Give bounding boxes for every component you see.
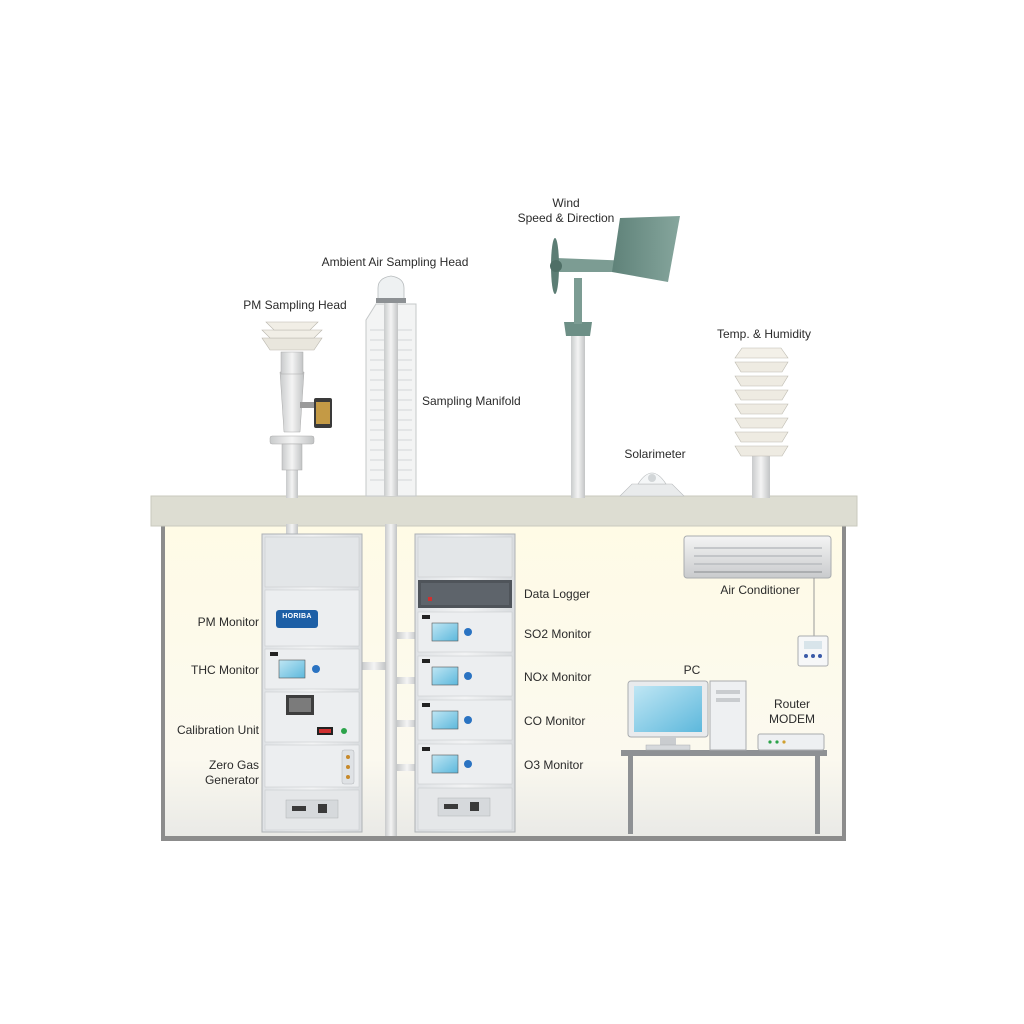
label-pm-sampling-head: PM Sampling Head <box>243 298 347 312</box>
label-thc-monitor: THC Monitor <box>190 663 259 677</box>
horiba-logo-plate <box>276 610 318 628</box>
label-so2-monitor: SO2 Monitor <box>524 627 592 641</box>
pc <box>627 680 747 751</box>
router-modem <box>757 733 825 751</box>
label-wind-line1: Wind <box>552 196 580 210</box>
label-co-monitor: CO Monitor <box>524 714 586 728</box>
label-router-line2: MODEM <box>769 712 815 726</box>
ac-controller <box>797 635 829 667</box>
label-nox-monitor: NOx Monitor <box>524 670 592 684</box>
nox-monitor-unit <box>417 655 513 697</box>
label-data-logger: Data Logger <box>524 587 591 601</box>
label-router-modem: Router MODEM <box>758 697 826 727</box>
sample-piping <box>286 524 417 836</box>
label-ambient-air-sampling-head: Ambient Air Sampling Head <box>321 255 469 269</box>
label-o3-monitor: O3 Monitor <box>524 758 584 772</box>
wind-vane <box>550 216 680 498</box>
label-solarimeter: Solarimeter <box>624 447 686 461</box>
label-wind: Wind Speed & Direction <box>510 196 622 226</box>
label-zero-gas-line1: Zero Gas <box>208 758 259 772</box>
label-calibration-unit: Calibration Unit <box>176 723 259 737</box>
horiba-logo: HORIBA <box>282 613 312 620</box>
right-wall <box>842 524 846 840</box>
label-pc: PC <box>683 663 701 677</box>
label-pm-monitor: PM Monitor <box>197 615 259 629</box>
right-instrument-rack <box>414 533 516 833</box>
co-monitor-unit <box>417 699 513 741</box>
o3-monitor-unit <box>417 743 513 785</box>
label-air-conditioner: Air Conditioner <box>720 583 800 597</box>
roof-slab <box>150 495 858 527</box>
left-instrument-rack <box>261 533 363 833</box>
label-router-line1: Router <box>773 697 811 711</box>
label-wind-line2: Speed & Direction <box>517 211 615 225</box>
so2-monitor-unit <box>417 611 513 653</box>
air-conditioner <box>683 535 832 667</box>
floor <box>161 836 846 841</box>
label-zero-gas-generator: Zero Gas Generator <box>160 758 259 788</box>
label-sampling-manifold: Sampling Manifold <box>422 394 521 408</box>
computer-desk <box>621 750 827 834</box>
temp-humidity-shield <box>734 347 789 498</box>
solarimeter <box>619 472 685 497</box>
left-wall <box>161 524 165 840</box>
label-zero-gas-line2: Generator <box>204 773 259 787</box>
sampling-manifold <box>365 275 417 497</box>
label-temp-humidity: Temp. & Humidity <box>716 327 812 341</box>
